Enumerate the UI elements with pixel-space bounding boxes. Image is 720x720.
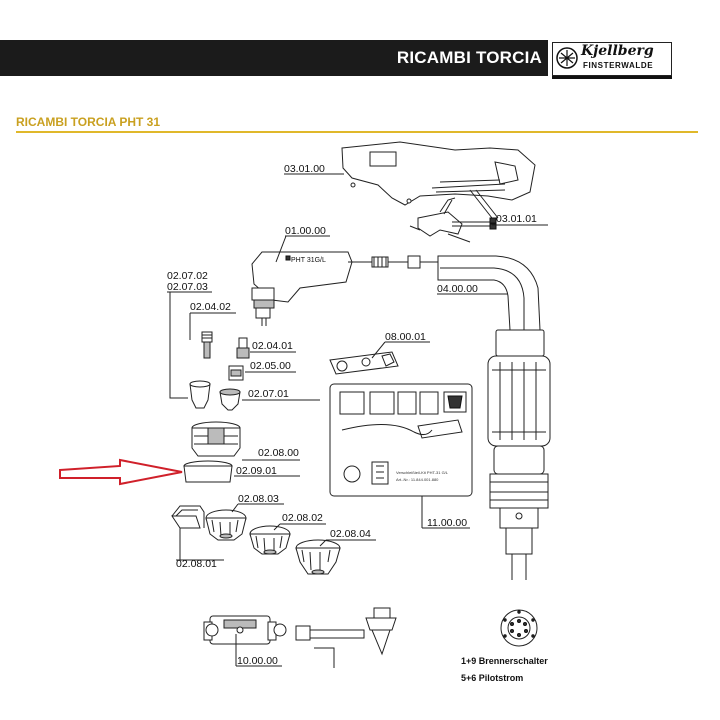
pn-nozzle: 02.07.01 [248, 388, 289, 400]
circle-guide [203, 607, 397, 668]
section-title: RICAMBI TORCIA PHT 31 [16, 115, 161, 129]
cap-4 [295, 539, 341, 575]
highlight-arrow [59, 458, 183, 486]
pn-swirl: 02.05.00 [250, 360, 291, 372]
hose-assembly [437, 255, 551, 580]
pn-shield-b: 02.07.03 [167, 281, 208, 293]
pn-cap-3: 02.08.03 [238, 493, 279, 505]
connector-pinout [500, 609, 538, 647]
electrode-2 [236, 337, 250, 359]
cap-3 [205, 509, 247, 541]
pn-cap-2: 02.08.02 [282, 512, 323, 524]
wear-kit-card: Verschleißteil-Kit PHT-31 G/L Art.-Nr.: … [329, 383, 473, 497]
logo-subtitle: FINSTERWALDE [583, 61, 654, 70]
swirl-ring [228, 365, 244, 381]
kit-card-art: Art.-Nr.: 11.844.001.880 [396, 477, 439, 482]
connector-note-1: 1+9 Brennerschalter [461, 656, 548, 666]
pn-hose: 04.00.00 [437, 283, 478, 295]
pn-wrench: 08.00.01 [385, 331, 426, 343]
logo-name: Kjellberg [581, 43, 654, 59]
cap-2 [249, 525, 291, 555]
cap-assembly [191, 421, 241, 457]
kjellberg-logo-icon [556, 47, 578, 69]
page-header: RICAMBI TORCIA Kjellberg FINSTERWALDE [0, 40, 720, 79]
pn-handle: 03.01.00 [284, 163, 325, 175]
connector-note-2: 5+6 Pilotstrom [461, 673, 523, 683]
retaining-cap [183, 460, 233, 483]
nozzle [219, 388, 241, 411]
pn-trigger: 03.01.01 [496, 213, 537, 225]
pn-torch-head: 01.00.00 [285, 225, 326, 237]
shield-part [189, 380, 211, 409]
electrode-1 [201, 331, 213, 359]
wrench-tool [329, 351, 399, 375]
header-title: RICAMBI TORCIA [396, 48, 542, 67]
trigger-assembly [409, 197, 497, 243]
pn-cap: 02.08.00 [258, 447, 299, 459]
pn-electrode-2: 02.04.01 [252, 340, 293, 352]
pn-cap-4: 02.08.04 [330, 528, 371, 540]
pn-spacer: 02.08.01 [176, 558, 217, 570]
pn-shield-a: 02.07.02 [167, 270, 208, 282]
head-connector [348, 255, 438, 269]
pn-electrode-1: 02.04.02 [190, 301, 231, 313]
kit-card-title: Verschleißteil-Kit PHT-31 G/L [396, 470, 449, 475]
torch-head: PHT 31G/L [251, 251, 353, 326]
header-bar [0, 40, 548, 76]
pn-wear-kit: 11.00.00 [427, 517, 467, 529]
spacer-guide [171, 505, 205, 560]
kjellberg-logo: Kjellberg FINSTERWALDE [552, 42, 672, 76]
torch-handle [341, 141, 536, 219]
logo-underline [552, 76, 672, 79]
pn-retaining-cap: 02.09.01 [236, 465, 277, 477]
section-rule [16, 131, 698, 133]
pn-circle-guide: 10.00.00 [237, 655, 278, 667]
head-marking: PHT 31G/L [291, 257, 326, 264]
